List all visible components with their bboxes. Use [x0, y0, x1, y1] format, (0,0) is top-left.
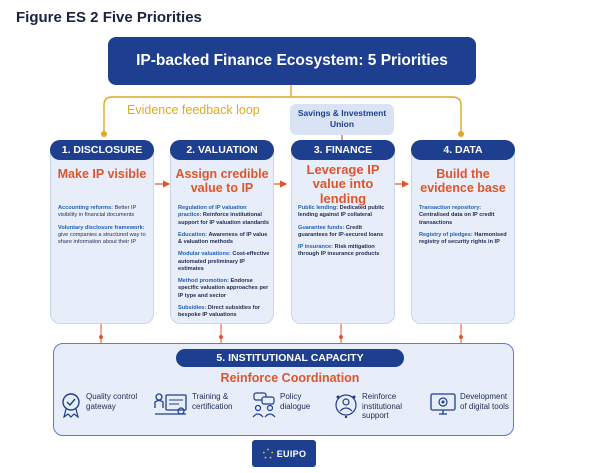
- finance-subtitle: Leverage IP value into lending: [306, 162, 380, 206]
- capability-institutional-support: Reinforce institutional support: [334, 392, 424, 421]
- digital-tools-icon: [430, 393, 456, 415]
- policy-dialogue-icon: [252, 392, 276, 418]
- disclosure-subtitle: Make IP visible: [57, 167, 147, 181]
- valuation-subtitle: Assign credible value to IP: [175, 167, 269, 195]
- finance-item: Public lending: Dedicated public lending…: [298, 205, 385, 219]
- capability-policy-dialogue: Policy dialogue: [252, 392, 324, 418]
- valuation-body: Regulation of IP valuation practice: Rei…: [178, 205, 270, 324]
- institutional-subtitle: Reinforce Coordination: [220, 371, 360, 385]
- disclosure-item: Accounting reforms: Better IP visibility…: [58, 205, 137, 219]
- disclosure-item: Voluntary disclosure framework: give com…: [58, 224, 146, 246]
- valuation-item: Regulation of IP valuation practice: Rei…: [178, 205, 269, 226]
- evidence-loop-label: Evidence feedback loop: [124, 103, 263, 117]
- capability-quality-control: Quality control gateway: [60, 392, 146, 418]
- loop-dot-right: [458, 131, 464, 137]
- disclosure-body: Accounting reforms: Better IP visibility…: [58, 205, 150, 251]
- euipo-logo: EUIPO: [252, 440, 316, 467]
- finance-header: 3. FINANCE: [291, 140, 395, 160]
- valuation-item: Modular valuations: Cost-effective autom…: [178, 251, 270, 272]
- valuation-header: 2. VALUATION: [170, 140, 274, 160]
- disclosure-header: 1. DISCLOSURE: [50, 140, 154, 160]
- figure-title: Figure ES 2 Five Priorities: [16, 9, 202, 26]
- training-certificate-icon: [154, 393, 187, 415]
- ecosystem-banner: IP-backed Finance Ecosystem: 5 Prioritie…: [108, 37, 476, 85]
- capability-digital-tools: Development of digital tools: [430, 392, 516, 418]
- valuation-item: Education: Awareness of IP value & valua…: [178, 231, 268, 246]
- finance-body: Public lending: Dedicated public lending…: [298, 205, 390, 264]
- data-subtitle: Build the evidence base: [420, 167, 506, 195]
- disclosure-column: [50, 140, 154, 324]
- valuation-item: Method promotion: Endorse specific valua…: [178, 278, 269, 299]
- quality-badge-icon: [62, 393, 80, 418]
- finance-column: [291, 140, 395, 324]
- loop-dot-left: [101, 131, 107, 137]
- finance-item: Guarantee funds: Credit guarantees for I…: [298, 224, 384, 238]
- institutional-support-icon: [335, 394, 357, 418]
- data-body: Transaction repository: Centralised data…: [419, 205, 511, 251]
- data-item: Transaction repository: Centralised data…: [419, 205, 495, 226]
- valuation-column: [170, 140, 274, 324]
- eu-stars-icon: [262, 448, 273, 458]
- savings-investment-badge: Savings & Investment Union: [290, 104, 394, 135]
- data-header: 4. DATA: [411, 140, 515, 160]
- institutional-header: 5. INSTITUTIONAL CAPACITY: [176, 349, 404, 367]
- finance-item: IP insurance: Risk mitigation through IP…: [298, 244, 380, 258]
- capability-training: Training & certification: [154, 392, 240, 418]
- valuation-item: Subsidies: Direct subsidies for bespoke …: [178, 304, 261, 319]
- data-item: Registry of pledges: Harmonised registry…: [419, 231, 507, 246]
